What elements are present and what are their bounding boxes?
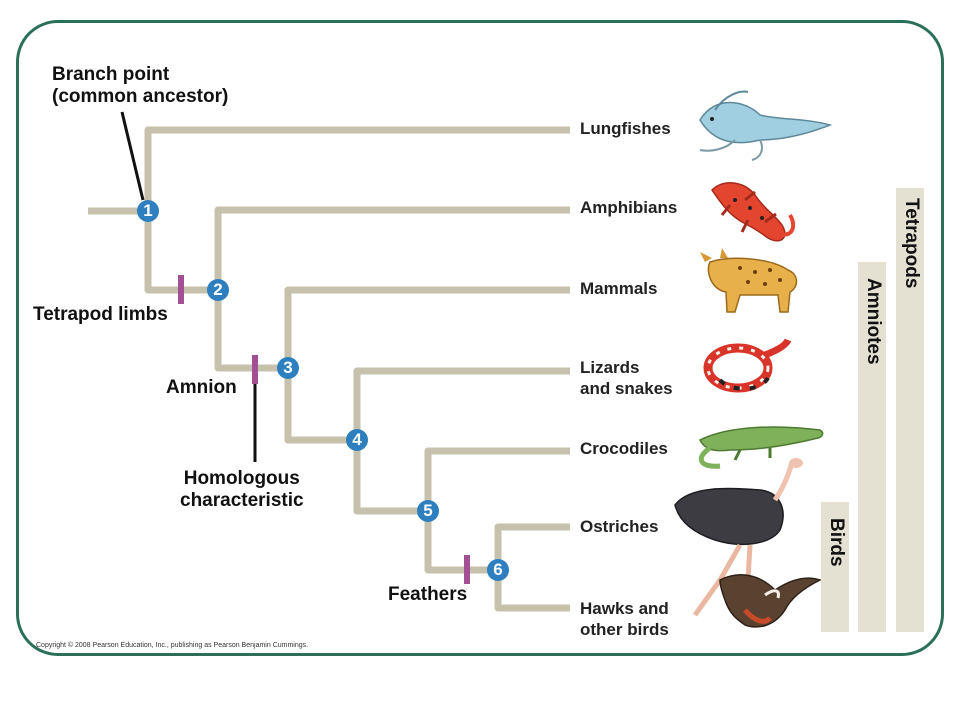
taxon-hawks-line1: Hawks and <box>580 599 669 618</box>
branch-hawks <box>494 570 570 612</box>
salamander-icon <box>711 182 796 242</box>
branch-amphibians <box>214 206 570 290</box>
branch-ostriches <box>494 523 570 570</box>
taxon-hawks: Hawks and other birds <box>580 598 669 640</box>
branch-point-line2: (common ancestor) <box>52 86 229 107</box>
branch-crocodiles <box>424 447 570 511</box>
branch-mammals <box>284 286 570 368</box>
branch-point-line1: Branch point <box>52 64 170 85</box>
group-label-tetrapods: Tetrapods <box>901 198 922 289</box>
taxon-lizards-line1: Lizards <box>580 358 640 377</box>
branch-node3-node4 <box>284 368 357 444</box>
leader-branch-point <box>120 111 145 201</box>
amnion-label: Amnion <box>166 377 237 398</box>
branch-node1-node2 <box>144 211 218 294</box>
taxon-ostriches: Ostriches <box>580 517 659 536</box>
node-6: 6 <box>487 559 509 581</box>
hawk-icon <box>719 574 822 628</box>
node-1: 1 <box>137 200 159 222</box>
copyright-notice: Copyright © 2008 Pearson Education, Inc.… <box>36 642 309 649</box>
tetrapod-limbs-label: Tetrapod limbs <box>33 304 168 325</box>
feathers-label: Feathers <box>388 584 468 605</box>
branch-node4-node5 <box>353 440 428 515</box>
branch-point-label: Branch point (common ancestor) <box>52 64 228 108</box>
taxon-lizards-line2: and snakes <box>580 379 673 398</box>
node-3: 3 <box>277 357 299 379</box>
group-bar-tetrapods: Tetrapods <box>896 188 924 632</box>
node-4: 4 <box>346 429 368 451</box>
node-5: 5 <box>417 500 439 522</box>
taxon-hawks-line2: other birds <box>580 620 669 639</box>
group-bar-amniotes: Amniotes <box>858 262 886 632</box>
homologous-line1: Homologous <box>183 468 300 489</box>
bobcat-icon <box>700 248 798 313</box>
branch-node5-node6 <box>424 511 498 574</box>
node-2: 2 <box>207 279 229 301</box>
group-label-amniotes: Amniotes <box>863 278 884 365</box>
taxon-lungfishes: Lungfishes <box>580 119 671 138</box>
lungfish-icon <box>699 90 833 161</box>
taxon-crocodiles: Crocodiles <box>580 439 668 458</box>
branch-lungfishes <box>144 126 570 211</box>
slide-frame <box>16 20 944 656</box>
branch-node2-node3 <box>214 290 288 372</box>
taxon-lizards-and-snakes: Lizards and snakes <box>580 357 673 399</box>
crocodile-icon <box>698 426 824 469</box>
branch-lizards <box>353 367 570 440</box>
homologous-line2: characteristic <box>180 490 304 511</box>
snake-icon <box>703 338 792 393</box>
group-bar-birds: Birds <box>821 502 849 632</box>
taxon-amphibians: Amphibians <box>580 198 678 217</box>
taxon-mammals: Mammals <box>580 279 658 298</box>
homologous-label: Homologous characteristic <box>180 468 304 512</box>
group-label-birds: Birds <box>826 518 847 567</box>
